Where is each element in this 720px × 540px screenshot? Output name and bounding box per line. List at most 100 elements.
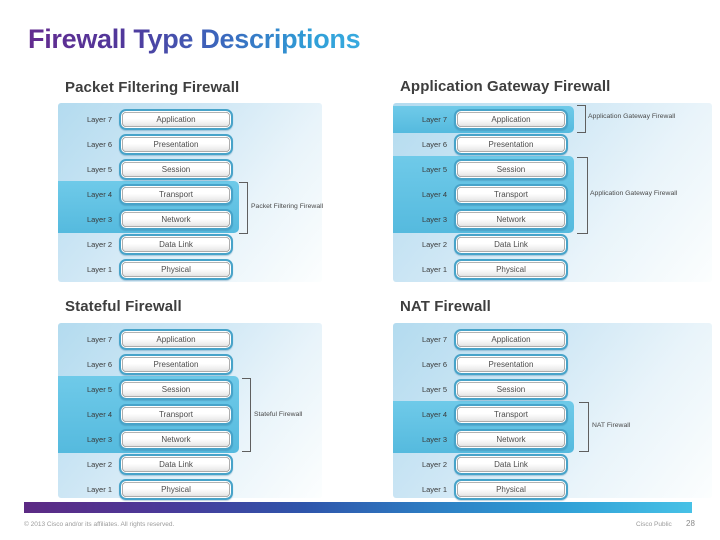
layer-name-box: Network [454,429,568,450]
layer-number-label: Layer 1 [421,265,447,274]
layer-name-box: Transport [454,404,568,425]
layer-name-box: Data Link [119,454,233,475]
osi-layer-row: Layer 1 Physical [393,257,712,282]
layer-name-box: Transport [119,404,233,425]
osi-layer-row: Layer 6 Presentation [58,132,322,157]
layer-number-label: Layer 3 [421,215,447,224]
osi-layer-row: Layer 4 Transport [393,402,712,427]
osi-layer-row: Layer 7 Application [393,107,712,132]
layer-number-label: Layer 1 [86,265,112,274]
layer-name-box: Application [454,329,568,350]
layer-number-label: Layer 7 [86,115,112,124]
layer-number-label: Layer 1 [421,485,447,494]
layer-number-label: Layer 3 [86,215,112,224]
osi-layer-row: Layer 7 Application [58,327,322,352]
firewall-bracket [239,182,248,234]
footer-gradient-bar [24,502,692,513]
layer-name-box: Session [454,159,568,180]
layer-number-label: Layer 6 [86,140,112,149]
layer-name-box: Presentation [119,134,233,155]
layer-name-box: Physical [119,479,233,500]
osi-layer-row: Layer 7 Application [58,107,322,132]
osi-layer-row: Layer 1 Physical [393,477,712,502]
osi-layer-row: Layer 5 Session [393,377,712,402]
layer-name-box: Network [119,429,233,450]
layer-number-label: Layer 4 [86,190,112,199]
layer-name-box: Physical [454,259,568,280]
osi-layer-row: Layer 4 Transport [393,182,712,207]
firewall-bracket [242,378,251,452]
osi-layer-row: Layer 4 Transport [58,182,322,207]
page-number: 28 [686,519,695,528]
layer-name-box: Application [119,329,233,350]
diagram-panel-application-gateway: Layer 7 Application Layer 6 Presentation… [393,103,712,282]
layer-number-label: Layer 2 [421,460,447,469]
osi-layer-row: Layer 6 Presentation [393,132,712,157]
layer-number-label: Layer 3 [86,435,112,444]
layer-number-label: Layer 6 [86,360,112,369]
osi-layer-row: Layer 1 Physical [58,257,322,282]
bracket-label: Stateful Firewall [254,411,303,418]
slide-title: Firewall Type Descriptions [28,24,361,54]
copyright-text: © 2013 Cisco and/or its affiliates. All … [24,521,175,528]
layer-name-box: Transport [119,184,233,205]
osi-layer-row: Layer 5 Session [393,157,712,182]
osi-layer-row: Layer 6 Presentation [393,352,712,377]
classification-text: Cisco Public [636,521,672,528]
layer-name-box: Presentation [119,354,233,375]
layer-name-box: Data Link [454,454,568,475]
osi-layer-row: Layer 5 Session [58,157,322,182]
diagram-title-application-gateway: Application Gateway Firewall [400,78,611,95]
layer-name-box: Transport [454,184,568,205]
layer-number-label: Layer 6 [421,360,447,369]
layer-number-label: Layer 7 [86,335,112,344]
layer-number-label: Layer 2 [86,240,112,249]
diagram-title-stateful: Stateful Firewall [65,298,182,315]
osi-layer-row: Layer 2 Data Link [393,452,712,477]
layer-name-box: Physical [454,479,568,500]
diagram-panel-nat: Layer 7 Application Layer 6 Presentation… [393,323,712,500]
diagram-title-packet-filtering: Packet Filtering Firewall [65,79,240,96]
osi-layer-row: Layer 2 Data Link [393,232,712,257]
firewall-bracket [579,402,589,452]
firewall-bracket [577,157,588,234]
layer-number-label: Layer 2 [86,460,112,469]
bracket-label: NAT Firewall [592,422,631,429]
layer-name-box: Application [454,109,568,130]
osi-layer-row: Layer 2 Data Link [58,452,322,477]
layer-number-label: Layer 7 [421,335,447,344]
layer-number-label: Layer 4 [421,190,447,199]
bracket-label: Application Gateway Firewall [590,190,678,197]
layer-name-box: Network [119,209,233,230]
bracket-label: Packet Filtering Firewall [251,203,324,210]
osi-layer-row: Layer 3 Network [393,427,712,452]
layer-number-label: Layer 3 [421,435,447,444]
layer-name-box: Presentation [454,134,568,155]
layer-name-box: Session [119,159,233,180]
diagram-panel-stateful: Layer 7 Application Layer 6 Presentation… [58,323,322,500]
layer-number-label: Layer 5 [86,385,112,394]
layer-name-box: Session [119,379,233,400]
osi-layer-row: Layer 7 Application [393,327,712,352]
layer-name-box: Presentation [454,354,568,375]
layer-number-label: Layer 4 [421,410,447,419]
osi-layer-row: Layer 3 Network [58,207,322,232]
layer-name-box: Session [454,379,568,400]
osi-layer-row: Layer 6 Presentation [58,352,322,377]
layer-name-box: Data Link [119,234,233,255]
osi-layer-row: Layer 3 Network [393,207,712,232]
osi-layer-row: Layer 4 Transport [58,402,322,427]
layer-number-label: Layer 2 [421,240,447,249]
layer-number-label: Layer 5 [86,165,112,174]
layer-name-box: Network [454,209,568,230]
osi-layer-row: Layer 3 Network [58,427,322,452]
bracket-label: Application Gateway Firewall [588,113,676,120]
osi-layer-row: Layer 5 Session [58,377,322,402]
layer-number-label: Layer 4 [86,410,112,419]
layer-number-label: Layer 1 [86,485,112,494]
diagram-panel-packet-filtering: Layer 7 Application Layer 6 Presentation… [58,103,324,282]
osi-layer-row: Layer 2 Data Link [58,232,322,257]
layer-name-box: Physical [119,259,233,280]
layer-number-label: Layer 6 [421,140,447,149]
